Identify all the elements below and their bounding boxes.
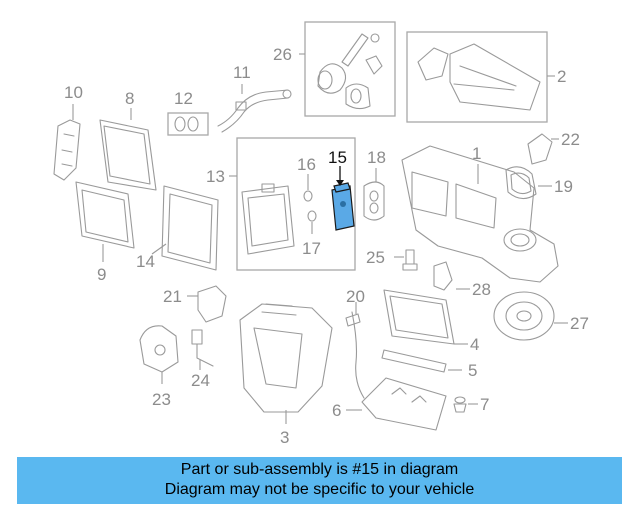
callout-4: 4 xyxy=(470,335,479,354)
part-19 xyxy=(505,166,537,200)
arrow-15-icon xyxy=(336,180,344,186)
part-10 xyxy=(53,119,81,181)
callout-1: 1 xyxy=(472,144,481,163)
part-23 xyxy=(139,325,179,373)
callout-14: 14 xyxy=(136,252,155,271)
lead-14 xyxy=(151,243,167,255)
parts-diagram: 26 2 11 12 10 8 9 xyxy=(53,21,589,447)
part-9 xyxy=(75,181,135,249)
part-18 xyxy=(363,181,385,221)
callout-18: 18 xyxy=(367,148,386,167)
callout-2: 2 xyxy=(557,67,566,86)
callout-15: 15 xyxy=(328,148,347,167)
group-box-26 xyxy=(304,21,396,117)
part-3 xyxy=(239,303,333,413)
part-22 xyxy=(527,133,553,165)
part-20 xyxy=(345,311,365,399)
callout-10: 10 xyxy=(64,83,83,102)
part-7 xyxy=(453,396,467,413)
banner-line-1: Part or sub-assembly is #15 in diagram xyxy=(180,461,459,478)
group-box-13 xyxy=(236,137,356,271)
group-box-2 xyxy=(406,31,548,123)
callout-22: 22 xyxy=(561,130,580,149)
part-12 xyxy=(174,116,199,132)
callout-5: 5 xyxy=(468,361,477,380)
part-28 xyxy=(433,261,453,291)
part-6 xyxy=(361,377,447,431)
part-4 xyxy=(383,289,455,345)
callout-9: 9 xyxy=(97,265,106,284)
part-15-expansion-valve[interactable] xyxy=(331,182,355,231)
part-2 xyxy=(417,43,541,111)
callout-7: 7 xyxy=(480,395,489,414)
callout-26: 26 xyxy=(273,45,292,64)
group-box-12 xyxy=(167,112,209,136)
callout-20: 20 xyxy=(346,287,365,306)
info-banner: Part or sub-assembly is #15 in diagram D… xyxy=(17,457,622,504)
part-5 xyxy=(381,349,447,373)
part-13 xyxy=(241,183,295,255)
part-26 xyxy=(317,33,383,110)
callout-11: 11 xyxy=(233,63,251,82)
callout-16: 16 xyxy=(297,155,316,174)
part-16 xyxy=(303,190,313,202)
part-1 xyxy=(401,145,559,283)
part-25 xyxy=(402,249,418,271)
callout-19: 19 xyxy=(554,177,573,196)
part-24 xyxy=(191,329,214,367)
callout-17: 17 xyxy=(302,239,321,258)
callout-24: 24 xyxy=(191,371,210,390)
part-27 xyxy=(493,291,555,341)
banner-line-2: Diagram may not be specific to your vehi… xyxy=(164,481,475,498)
callout-3: 3 xyxy=(280,428,289,447)
part-17 xyxy=(307,210,317,222)
callout-12: 12 xyxy=(174,89,193,108)
callout-27: 27 xyxy=(570,314,589,333)
callout-13: 13 xyxy=(206,167,225,186)
callout-8: 8 xyxy=(125,89,134,108)
callout-6: 6 xyxy=(332,401,341,420)
callout-23: 23 xyxy=(152,390,171,409)
callout-21: 21 xyxy=(163,287,182,306)
part-14 xyxy=(161,185,219,271)
part-21 xyxy=(197,285,227,323)
callout-28: 28 xyxy=(472,280,491,299)
part-11 xyxy=(217,89,292,133)
callout-25: 25 xyxy=(366,248,385,267)
part-8 xyxy=(99,119,157,191)
